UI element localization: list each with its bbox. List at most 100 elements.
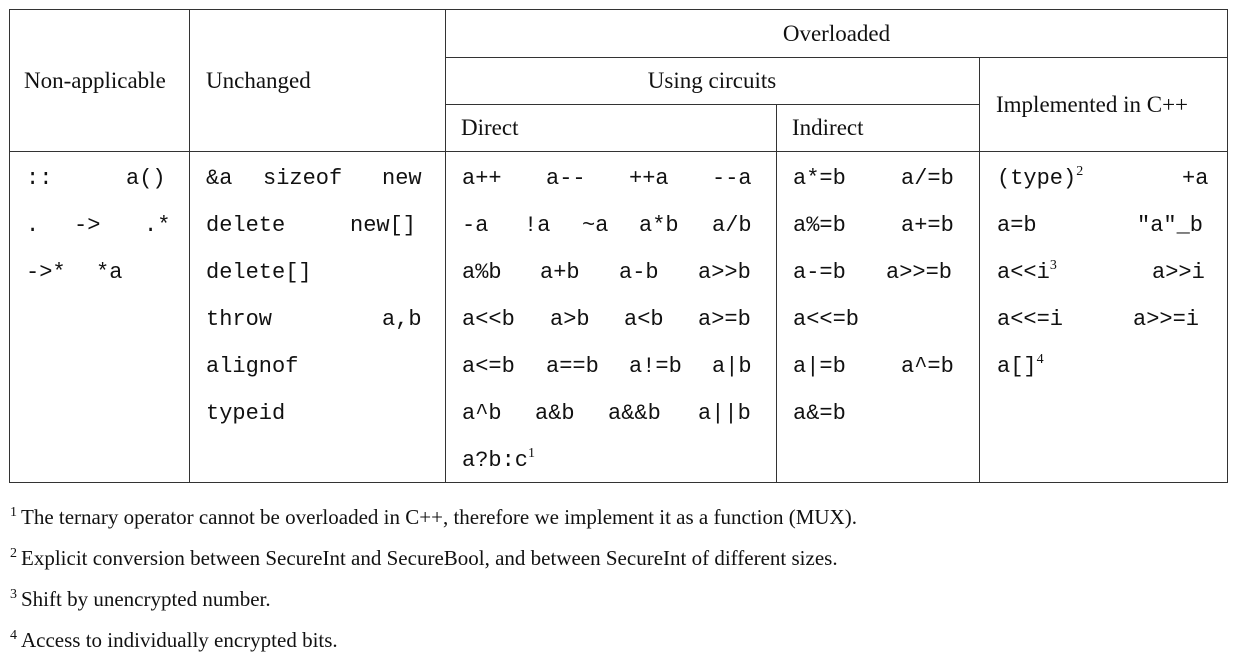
operator-row: a<<b a>b a<b a>=b [462,296,762,343]
operator-row: a?b:c1 [462,437,762,484]
operator: a<<b [462,307,515,332]
operator-table [9,9,1228,483]
operator: a+=b [901,213,954,238]
operator: a>b [550,307,590,332]
operator: a^=b [901,354,954,379]
operator: "a"_b [1137,213,1204,238]
operator: a>>=i [1133,307,1200,332]
operator: throw [206,307,273,332]
operator-row: delete new[] [206,202,431,249]
operator: a>>i [1152,260,1205,285]
operator: new[] [350,213,417,238]
operator: !a [524,213,551,238]
operator: a+b [540,260,580,285]
operator: a||b [698,401,751,426]
operator: new [382,166,422,191]
header-direct: Direct [461,115,519,140]
operator-row: a&=b [793,390,968,437]
operator: a!=b [629,354,682,379]
footnote-ref: 1 [528,446,536,461]
operator: a<=b [462,354,515,379]
operator-row: a=b "a"_b [997,202,1212,249]
operator-row: a<=b a==b a!=b a|b [462,343,762,390]
operator: a|b [712,354,752,379]
operator: a^b [462,401,502,426]
operator: .* [144,213,171,238]
operator-row: a++ a-- ++a --a [462,155,762,202]
operator: a() [126,166,166,191]
operator: --a [712,166,752,191]
operator: *a [96,260,123,285]
row-divider [445,104,979,105]
operator-row: -a !a ~a a*b a/b [462,202,762,249]
operator-row: . -> .* [26,202,176,249]
operator: a==b [546,354,599,379]
operator: a>>b [698,260,751,285]
operator: a*b [639,213,679,238]
operator: a*=b [793,166,846,191]
operator: a++ [462,166,502,191]
operator: :: [26,166,53,191]
implemented-cell: (type)2 +a a=b "a"_b a<<i3 a>>i a<<=i a>… [997,155,1212,390]
operator: a=b [997,213,1037,238]
header-using-circuits: Using circuits [647,68,777,93]
operator: a%b [462,260,502,285]
header-indirect: Indirect [792,115,864,140]
operator-cast: (type)2 [997,164,1084,192]
operator-row: delete[] [206,249,431,296]
operator-row: a<<=b [793,296,968,343]
operator: -a [462,213,489,238]
footnote-ref: 3 [1049,258,1057,273]
operator: . [26,213,40,238]
operator: a<<=i [997,307,1064,332]
operator-row: a|=b a^=b [793,343,968,390]
header-implemented-cpp: Implemented in C++ [996,92,1189,117]
operator: &a [206,166,233,191]
operator: a%=b [793,213,846,238]
operator: delete[] [206,260,312,285]
operator-row: :: a() [26,155,176,202]
operator: a-- [546,166,586,191]
operator-row: typeid [206,390,431,437]
operator: alignof [206,354,299,379]
operator: a&b [535,401,575,426]
non-applicable-cell: :: a() . -> .* ->* *a [26,155,176,296]
operator: a/=b [901,166,954,191]
operator: a/b [712,213,752,238]
header-unchanged: Unchanged [206,68,311,93]
operator-row: &a sizeof new [206,155,431,202]
operator-ternary: a?b:c1 [462,446,536,474]
footnote-ref: 4 [1036,352,1044,367]
operator: a-=b [793,260,846,285]
indirect-cell: a*=b a/=b a%=b a+=b a-=b a>>=b a<<=b a|=… [793,155,968,437]
operator: a>>=b [886,260,953,285]
operator-row: a%b a+b a-b a>>b [462,249,762,296]
operator: a-b [619,260,659,285]
operator: a,b [382,307,422,332]
header-overloaded: Overloaded [782,21,891,46]
col-divider [189,9,190,483]
operator: typeid [206,401,286,426]
operator-row: a[]4 [997,343,1212,390]
operator: a>=b [698,307,751,332]
header-divider [9,151,1228,152]
operator: sizeof [263,166,343,191]
operator: ~a [582,213,609,238]
operator: ++a [629,166,669,191]
row-divider [445,57,1228,58]
operator-shift: a<<i3 [997,258,1057,286]
operator: +a [1182,166,1209,191]
operator: ->* [26,260,66,285]
operator: a&=b [793,401,846,426]
operator: delete [206,213,286,238]
col-divider [776,104,777,483]
operator-row: a^b a&b a&&b a||b [462,390,762,437]
operator: a|=b [793,354,846,379]
operator-row: a<<i3 a>>i [997,249,1212,296]
col-divider [979,57,980,483]
operator: a&&b [608,401,661,426]
